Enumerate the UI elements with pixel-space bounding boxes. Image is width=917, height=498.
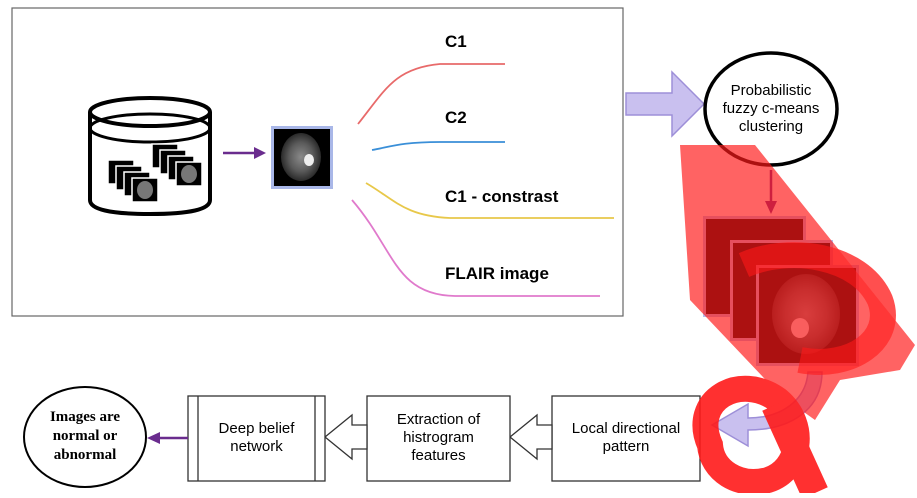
flair-line [351, 199, 600, 297]
modality-label-c1-constrast: C1 - constrast [445, 187, 559, 206]
clustering-line-2: fuzzy c-means [722, 100, 820, 117]
dbn-label: Deep belief network [218, 420, 295, 455]
input-brain-slice [271, 126, 333, 189]
red-overlay-mark [680, 145, 915, 498]
clustering-line-3: clustering [738, 118, 804, 135]
extraction-box [366, 395, 511, 482]
extraction-to-dbn-arrow [323, 413, 368, 461]
modality-label-flair: FLAIR image [445, 264, 549, 283]
c2-line [371, 141, 505, 151]
c1-line [357, 63, 505, 125]
modality-label-c1: C1 [445, 32, 467, 51]
ldp-label: Local directional pattern [571, 420, 681, 455]
c1-constrast-line [365, 182, 614, 219]
dbn-to-output-arrow [147, 432, 188, 444]
clustering-label: Probabilistic fuzzy c-means clustering [706, 82, 836, 136]
ldp-to-extraction-arrow [508, 413, 553, 461]
output-label: Images are normal or abnormal [49, 409, 121, 463]
modality-label-c2: C2 [445, 108, 467, 127]
ldp-box [551, 395, 701, 482]
to-clustering-arrow [625, 70, 706, 138]
dataset-jar-icon [88, 96, 212, 217]
dbn-box [187, 395, 326, 482]
clustering-line-1: Probabilistic [730, 82, 812, 99]
extraction-label: Extraction of histrogram features [396, 411, 481, 464]
output-node [23, 386, 147, 488]
jar-to-brain-arrow [223, 147, 266, 159]
